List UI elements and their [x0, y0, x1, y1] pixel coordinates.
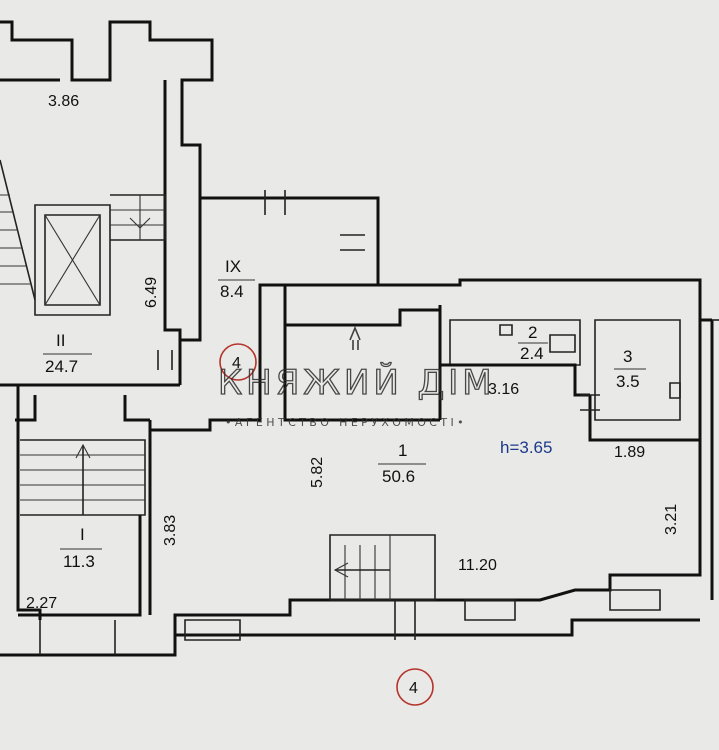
- watermark-tagline: •АГЕНТСТВО НЕРУХОМОСТІ•: [225, 416, 467, 429]
- watermark-name: КНЯЖИЙ ДІМ: [218, 362, 496, 403]
- watermark: КНЯЖИЙ ДІМ •АГЕНТСТВО НЕРУХОМОСТІ•: [217, 325, 496, 429]
- dim-hall-width: 3.83: [162, 515, 179, 546]
- room-IX-area: 8.4: [220, 282, 244, 301]
- room-I-number: I: [80, 525, 85, 544]
- room-IX-number: IX: [225, 257, 241, 276]
- ceiling-height: h=3.65: [500, 438, 552, 457]
- axis-marker-upper: 4: [219, 343, 257, 381]
- dim-store-width: 1.89: [614, 444, 645, 461]
- axis-marker-lower: 4: [396, 668, 434, 706]
- dim-corridor-width: 3.16: [488, 381, 519, 398]
- room-II-area: 24.7: [45, 357, 78, 376]
- wall-lines: [0, 20, 719, 657]
- room-2-number: 2: [528, 323, 537, 342]
- dim-main-length: 11.20: [458, 557, 497, 574]
- watermark-logo-icon: [349, 325, 361, 350]
- dim-main-depth: 5.82: [309, 457, 326, 488]
- room-1-number: 1: [398, 441, 407, 460]
- room-2-area: 2.4: [520, 344, 544, 363]
- room-1-area: 50.6: [382, 467, 415, 486]
- dim-right-depth: 3.21: [663, 504, 680, 535]
- svg-text:4: 4: [232, 355, 241, 372]
- dim-stair-length: 6.49: [143, 277, 160, 308]
- svg-text:4: 4: [409, 680, 418, 697]
- room-II-number: II: [56, 331, 65, 350]
- room-I-area: 11.3: [63, 552, 95, 571]
- dim-entry-width: 2.27: [26, 595, 57, 612]
- room-3-number: 3: [623, 347, 632, 366]
- dim-top-width: 3.86: [48, 93, 79, 110]
- room-3-area: 3.5: [616, 372, 640, 391]
